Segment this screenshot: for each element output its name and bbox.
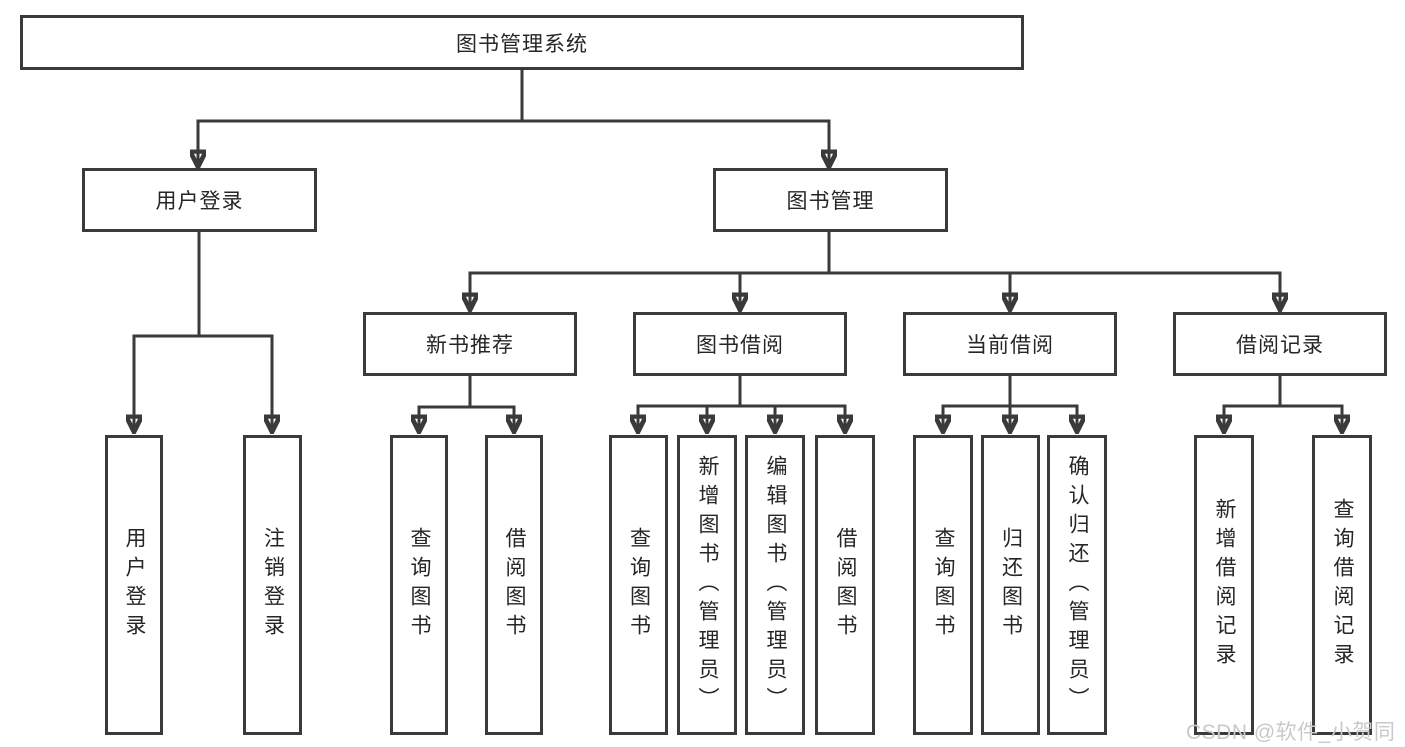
leaf-user-login: 用户登录	[105, 435, 163, 735]
leaf-borrow-books-1: 借阅图书	[485, 435, 543, 735]
leaf-query-borrow-record: 查询借阅记录	[1312, 435, 1372, 735]
node-root: 图书管理系统	[20, 15, 1024, 70]
leaf-logout: 注销登录	[243, 435, 302, 735]
edges-book-borrowing	[638, 374, 845, 432]
leaf-return-books: 归还图书	[981, 435, 1040, 735]
node-borrowing-records: 借阅记录	[1173, 312, 1387, 376]
node-user-login: 用户登录	[82, 168, 317, 232]
leaf-edit-books-admin: 编辑图书（管理员）	[745, 435, 805, 735]
node-book-management: 图书管理	[713, 168, 948, 232]
edges-borrowing-records	[1224, 374, 1342, 432]
edges-book-management	[470, 229, 1280, 310]
node-book-borrowing: 图书借阅	[633, 312, 847, 376]
leaf-add-books-admin: 新增图书（管理员）	[677, 435, 737, 735]
edges-user-login	[134, 229, 272, 432]
watermark-text: CSDN @软件_小贺同学	[1186, 721, 1396, 744]
edges-current-borrowing	[943, 374, 1077, 432]
leaf-query-books-2: 查询图书	[609, 435, 668, 735]
leaf-confirm-return-admin: 确认归还（管理员）	[1047, 435, 1107, 735]
edges-root	[198, 67, 829, 167]
leaf-query-books-1: 查询图书	[390, 435, 448, 735]
leaf-add-borrow-record: 新增借阅记录	[1194, 435, 1254, 735]
edges-new-books	[419, 374, 514, 432]
node-new-books: 新书推荐	[363, 312, 577, 376]
node-current-borrowing: 当前借阅	[903, 312, 1117, 376]
leaf-borrow-books-2: 借阅图书	[815, 435, 875, 735]
leaf-query-books-3: 查询图书	[913, 435, 973, 735]
